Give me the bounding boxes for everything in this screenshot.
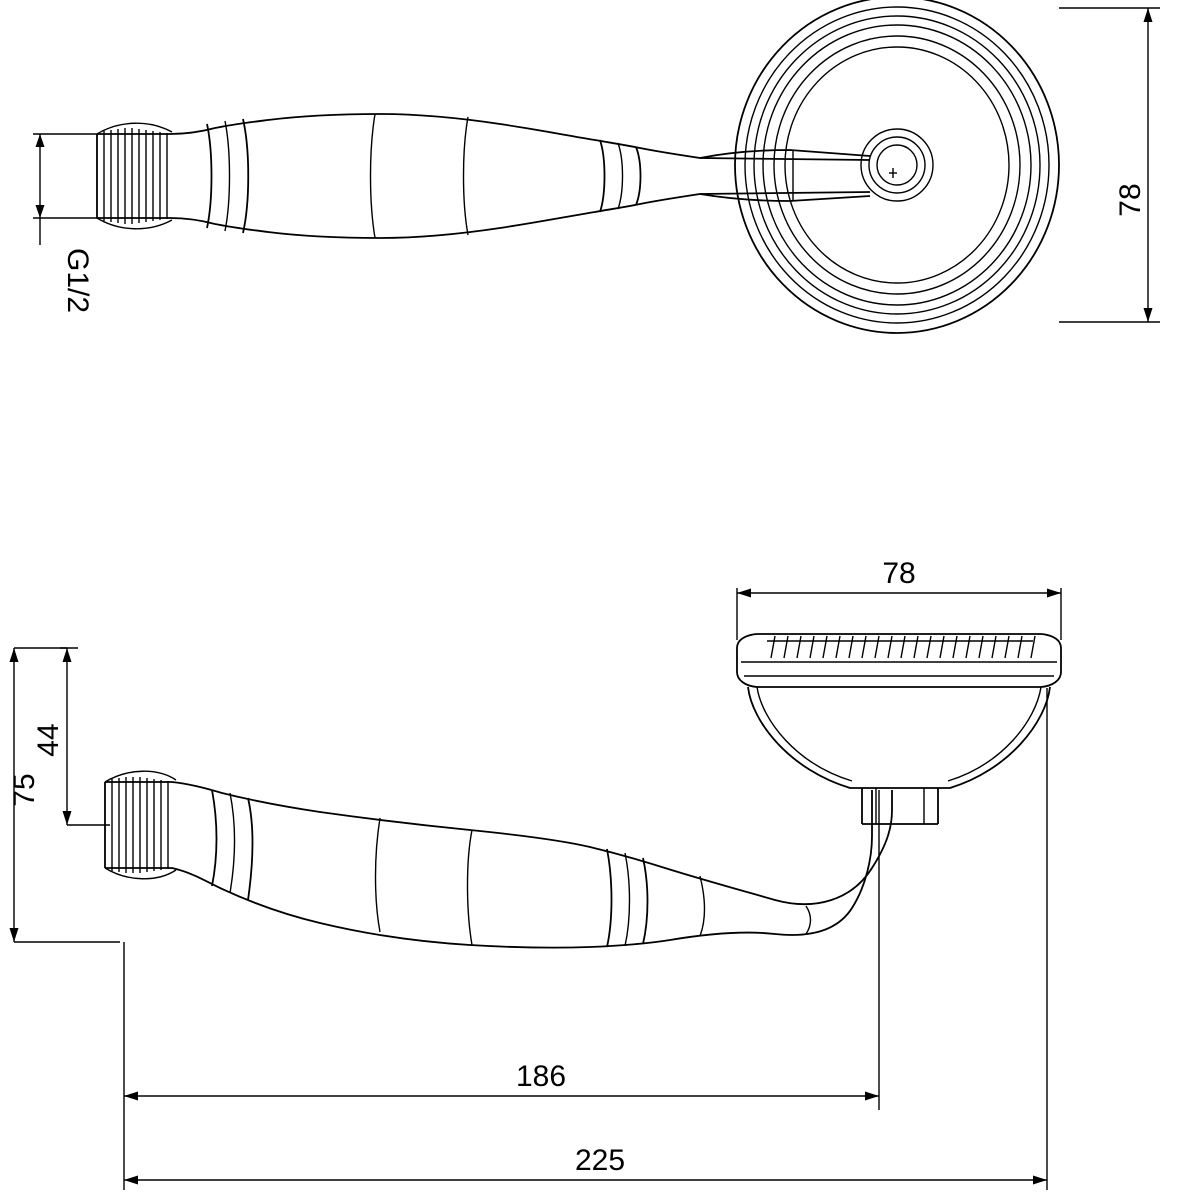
thread-hatching-side: [104, 770, 177, 880]
dim-label-75: 75: [8, 773, 41, 806]
dim-label-g12: G1/2: [61, 248, 94, 313]
thread-hatching: [96, 122, 173, 230]
dim-label-225: 225: [575, 1144, 625, 1177]
dim-label-78-top: 78: [1114, 183, 1147, 216]
top-view-handle: [96, 113, 871, 239]
top-view-spray-head: [734, 0, 1060, 334]
dimension-78-side: [736, 588, 1062, 640]
dimension-75: [9, 647, 120, 943]
side-view-spray-head: [736, 633, 1062, 825]
dim-label-186: 186: [516, 1060, 566, 1093]
side-view-handle: [104, 770, 893, 949]
dimension-g12: [33, 133, 97, 245]
dimension-44: [60, 647, 110, 826]
nozzle-ticks: [767, 635, 1036, 659]
dimension-225: [123, 688, 1048, 1190]
dimension-186: [123, 790, 880, 1110]
dimension-78-top: [1059, 7, 1160, 323]
dim-label-44: 44: [32, 723, 65, 756]
dim-label-78-side: 78: [882, 557, 915, 590]
